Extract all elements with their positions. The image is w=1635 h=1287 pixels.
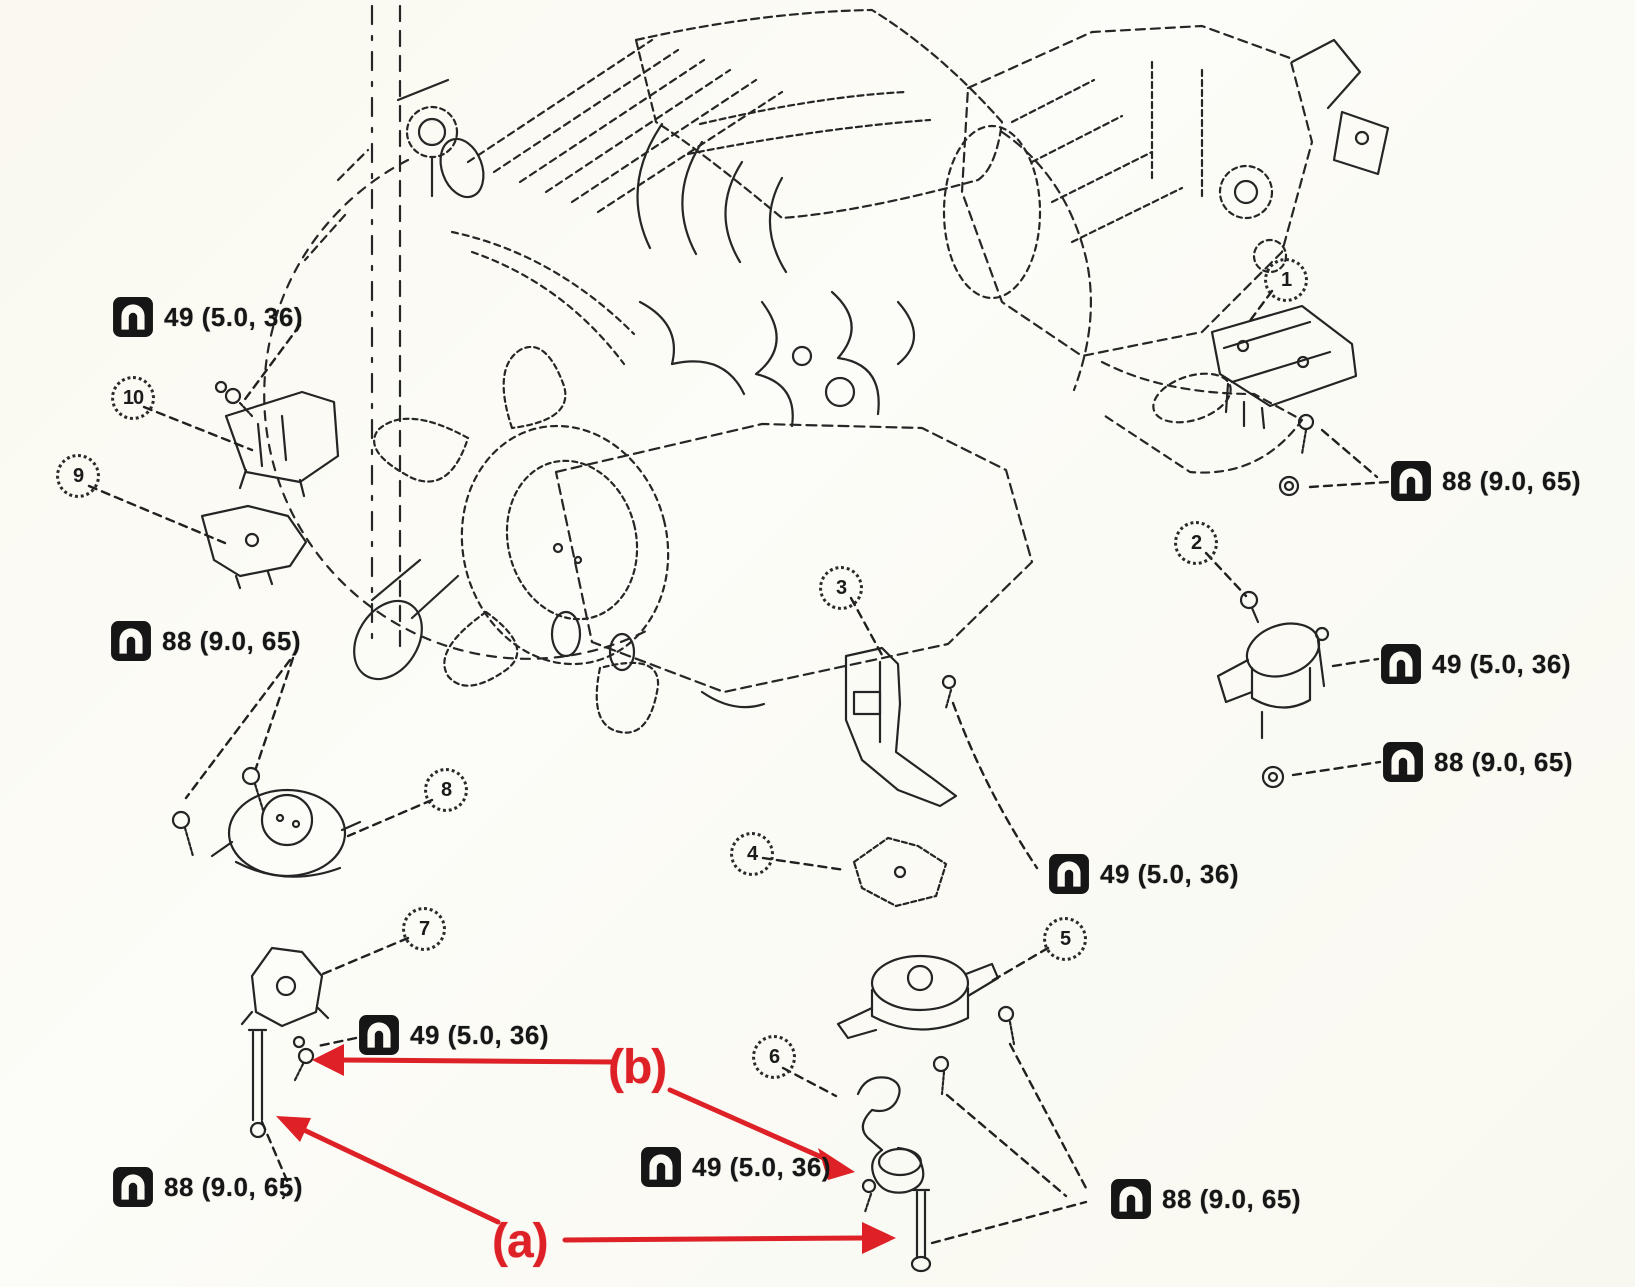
torque-label-top-left: 49 (5.0, 36): [112, 296, 303, 338]
mount-parts-sketch: [171, 304, 1358, 1273]
balloon-callout-7: 7: [402, 907, 446, 951]
torque-label-bottom-left: 88 (9.0, 65): [112, 1166, 303, 1208]
torque-label-right-upper: 49 (5.0, 36): [1380, 643, 1571, 685]
torque-value: 88 (9.0, 65): [1162, 1183, 1301, 1214]
balloon-callout-2: 2: [1174, 521, 1218, 565]
torque-value: 88 (9.0, 65): [164, 1171, 303, 1202]
torque-value: 88 (9.0, 65): [162, 625, 301, 656]
balloon-callout-3: 3: [819, 566, 863, 610]
torque-wrench-icon: [111, 621, 151, 661]
torque-value: 88 (9.0, 65): [1434, 746, 1573, 777]
torque-value: 88 (9.0, 65): [1442, 465, 1581, 496]
balloon-callout-1: 1: [1264, 258, 1308, 302]
torque-label-bottom-right: 88 (9.0, 65): [1110, 1178, 1301, 1220]
balloon-number: 10: [122, 386, 144, 409]
torque-label-left: 88 (9.0, 65): [110, 620, 301, 662]
balloon-number: 9: [72, 464, 84, 487]
torque-value: 49 (5.0, 36): [164, 301, 303, 332]
torque-value: 49 (5.0, 36): [692, 1151, 831, 1182]
torque-wrench-icon: [1383, 742, 1423, 782]
annotation-b-label: (b): [608, 1041, 667, 1094]
balloon-number: 6: [768, 1045, 780, 1068]
balloon-callout-10: 10: [111, 376, 155, 420]
torque-label-mid-left: 49 (5.0, 36): [358, 1014, 549, 1056]
balloon-number: 5: [1059, 927, 1071, 950]
torque-wrench-icon: [641, 1147, 681, 1187]
balloon-number: 4: [746, 842, 758, 865]
torque-wrench-icon: [359, 1015, 399, 1055]
balloon-number: 8: [440, 778, 452, 801]
torque-value: 49 (5.0, 36): [410, 1019, 549, 1050]
torque-wrench-icon: [1381, 644, 1421, 684]
balloon-callout-9: 9: [56, 454, 100, 498]
balloon-callout-8: 8: [424, 768, 468, 812]
balloon-number: 3: [835, 576, 847, 599]
leader-lines: [87, 289, 1390, 1245]
torque-wrench-icon: [113, 1167, 153, 1207]
torque-label-bottom-middle: 49 (5.0, 36): [640, 1146, 831, 1188]
torque-wrench-icon: [1111, 1179, 1151, 1219]
red-annotation-arrows: [301, 1057, 865, 1243]
torque-wrench-icon: [1049, 854, 1089, 894]
torque-value: 49 (5.0, 36): [1432, 648, 1571, 679]
balloon-callout-5: 5: [1043, 917, 1087, 961]
annotation-a-label: (a): [492, 1215, 549, 1268]
torque-label-middle-right: 49 (5.0, 36): [1048, 853, 1239, 895]
balloon-number: 7: [418, 917, 430, 940]
balloon-number: 1: [1280, 268, 1292, 291]
torque-label-right-lower: 88 (9.0, 65): [1382, 741, 1573, 783]
red-arrowheads: [276, 1044, 896, 1254]
balloon-callout-6: 6: [752, 1035, 796, 1079]
torque-label-top-right: 88 (9.0, 65): [1390, 460, 1581, 502]
balloon-callout-4: 4: [730, 832, 774, 876]
balloon-number: 2: [1190, 531, 1202, 554]
engine-sketch: [263, 4, 1390, 734]
torque-wrench-icon: [1391, 461, 1431, 501]
torque-wrench-icon: [113, 297, 153, 337]
torque-value: 49 (5.0, 36): [1100, 858, 1239, 889]
